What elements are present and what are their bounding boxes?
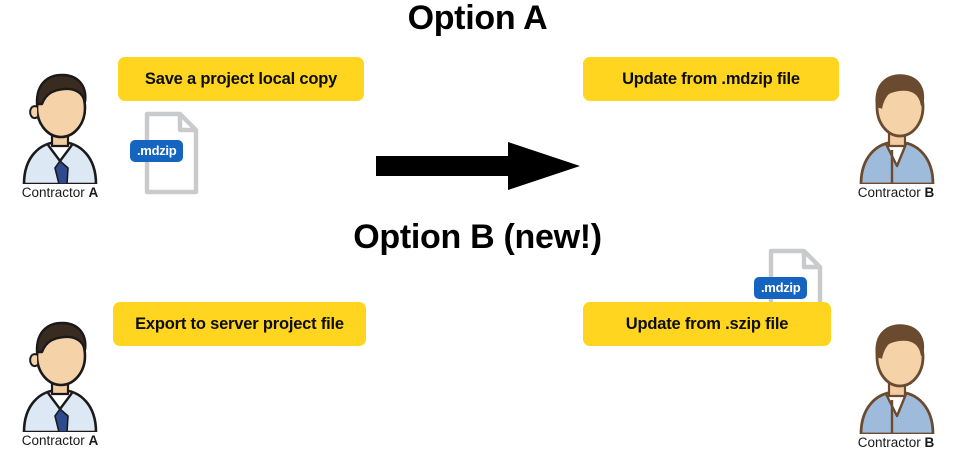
contractor-b-top: Contractor B bbox=[848, 62, 944, 200]
action-box-update-mdzip[interactable]: Update from .mdzip file bbox=[583, 57, 839, 101]
solid-right-arrow-icon bbox=[376, 142, 580, 190]
action-box-save-local-copy[interactable]: Save a project local copy bbox=[118, 57, 364, 101]
section-title-option-a: Option A bbox=[407, 0, 548, 37]
contractor-b-bottom: Contractor B bbox=[848, 312, 944, 450]
contractor-b-bottom-label: Contractor B bbox=[857, 435, 935, 450]
file-icon-mdzip-source: .mdzip bbox=[128, 111, 206, 195]
contractor-a-avatar-icon bbox=[22, 73, 98, 184]
contractor-a-top-label: Contractor A bbox=[21, 185, 99, 200]
contractor-a-bottom-label: Contractor A bbox=[21, 433, 99, 448]
contractor-a-bottom: Contractor A bbox=[12, 310, 108, 448]
contractor-a-top: Contractor A bbox=[12, 62, 108, 200]
contractor-b-avatar-icon bbox=[859, 74, 935, 184]
action-box-update-szip[interactable]: Update from .szip file bbox=[583, 302, 831, 346]
action-box-export-server-project[interactable]: Export to server project file bbox=[113, 302, 366, 346]
contractor-a-avatar-icon bbox=[22, 321, 98, 432]
section-title-option-b: Option B (new!) bbox=[353, 218, 602, 256]
file-extension-badge: .mdzip bbox=[130, 140, 184, 162]
arrow-solid-right-option-a bbox=[376, 142, 955, 195]
contractor-b-avatar-icon bbox=[859, 324, 935, 434]
contractor-b-top-label: Contractor B bbox=[857, 185, 935, 200]
file-extension-badge: .mdzip bbox=[754, 277, 808, 299]
